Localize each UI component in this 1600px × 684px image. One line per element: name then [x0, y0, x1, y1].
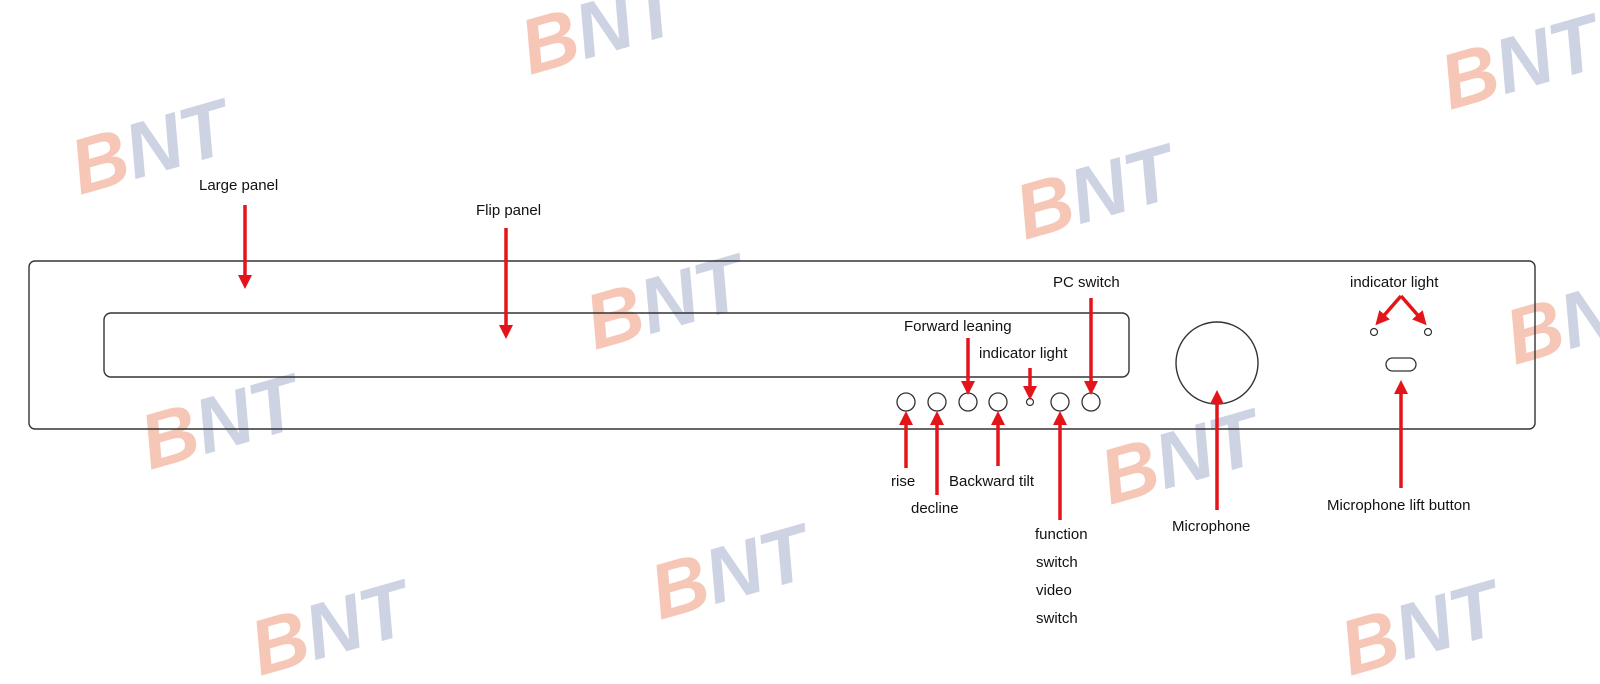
right-indicator-arrow-right: [1399, 294, 1427, 326]
rise-button[interactable]: [896, 392, 916, 412]
right-indicator-light-right: [1423, 327, 1433, 337]
backward-tilt-button[interactable]: [988, 392, 1008, 412]
bnt-watermark: BNT: [1005, 126, 1189, 257]
bnt-watermark: BNT: [1430, 0, 1600, 126]
large-panel-label: Large panel: [199, 177, 279, 194]
bnt-watermark: BNT: [240, 562, 424, 679]
function-switch-label-line2: switch: [1036, 554, 1078, 571]
forward-leaning-button[interactable]: [958, 392, 978, 412]
bnt-watermark: BNT: [640, 506, 824, 637]
bnt-watermark: BNT: [1090, 391, 1274, 522]
rise-label: rise: [891, 473, 916, 490]
device-body-outline: [28, 260, 1536, 430]
flip-panel-label: Flip panel: [476, 202, 542, 219]
decline-label: decline: [911, 500, 959, 517]
pc-switch-label: PC switch: [1053, 274, 1120, 291]
forward-leaning-label: Forward leaning: [904, 318, 1012, 335]
bnt-watermark: BNT: [510, 0, 694, 91]
center-indicator-light: [1025, 397, 1035, 407]
center-indicator-light-label: indicator light: [979, 345, 1068, 362]
bnt-watermark: BNT: [1495, 251, 1600, 382]
function-video-switch-button[interactable]: [1050, 392, 1070, 412]
flip-panel-outline: [103, 312, 1130, 378]
decline-button[interactable]: [927, 392, 947, 412]
microphone-lift-button[interactable]: [1385, 357, 1417, 372]
backward-tilt-label: Backward tilt: [949, 473, 1035, 490]
bnt-watermark: BNT: [575, 236, 759, 367]
right-indicator-light-label: indicator light: [1350, 274, 1439, 291]
function-switch-label-line1: function: [1035, 526, 1088, 543]
microphone-lift-button-label: Microphone lift button: [1327, 497, 1471, 514]
video-switch-label-line2: switch: [1036, 610, 1078, 627]
bnt-watermark: BNT: [130, 356, 314, 487]
microphone-icon: [1175, 321, 1259, 405]
pc-switch-button[interactable]: [1081, 392, 1101, 412]
bnt-watermark: BNT: [1330, 562, 1514, 679]
right-indicator-light-left: [1369, 327, 1379, 337]
video-switch-label-line1: video: [1036, 582, 1072, 599]
right-indicator-arrow-left: [1375, 294, 1403, 326]
microphone-label: Microphone: [1172, 518, 1251, 535]
